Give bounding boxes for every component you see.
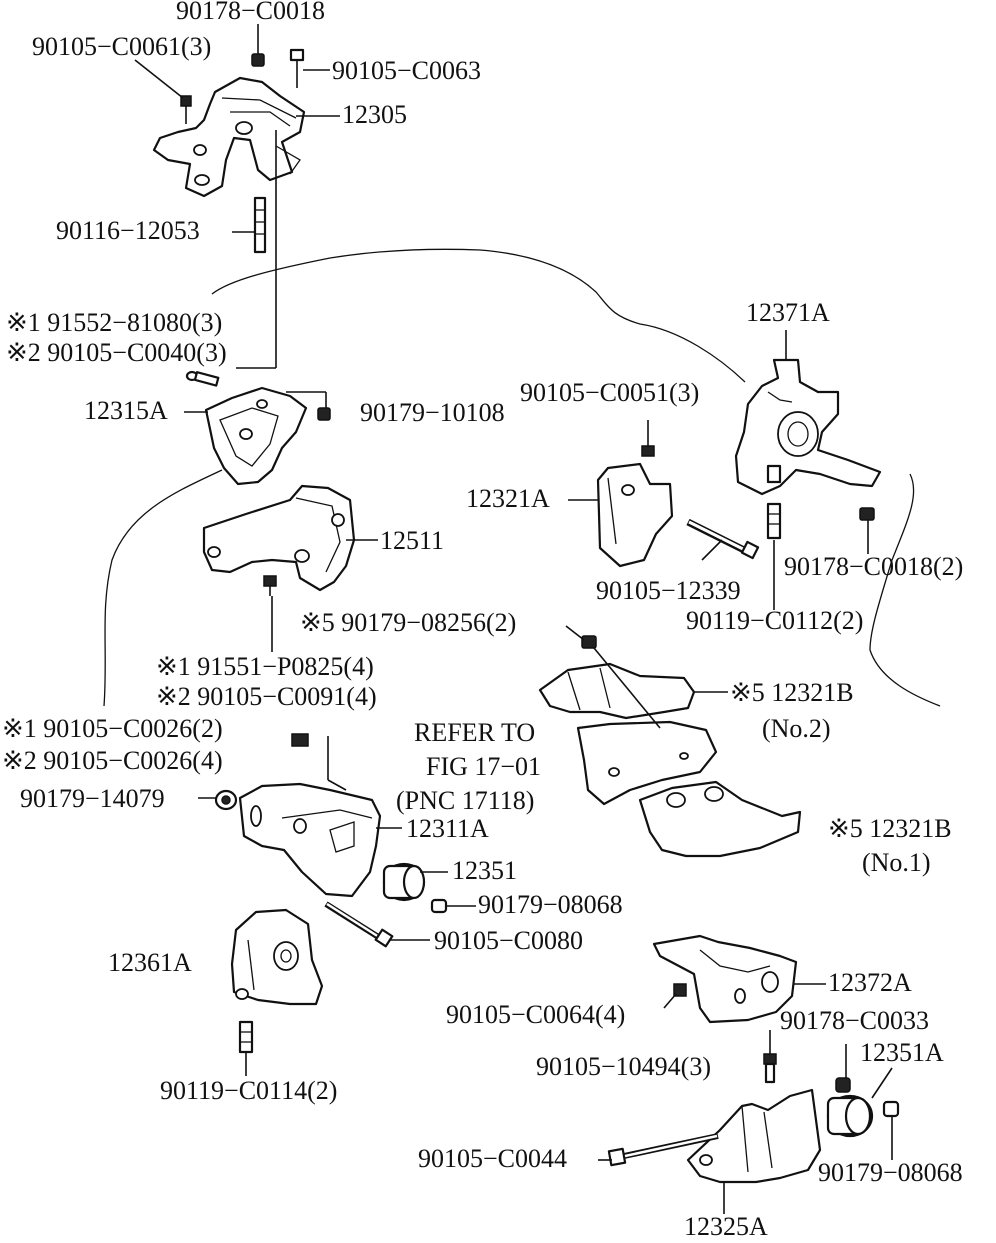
label-fig-17-01: FIG 17−01 — [426, 752, 542, 781]
bolt-91551-P0825-icon — [263, 575, 277, 596]
engine-mount-12371A-part — [734, 358, 882, 496]
nut-90178-C0018-icon — [251, 53, 265, 67]
bushing-12351-icon — [382, 862, 426, 902]
label-90105-C0063: 90105−C0063 — [332, 56, 482, 85]
label-91551-P0825: ※1 91551−P0825(4) — [156, 652, 374, 681]
label-12325A: 12325A — [684, 1212, 768, 1241]
label-90105-C0061: 90105−C0061(3) — [32, 32, 212, 61]
label-90179-14079: 90179−14079 — [20, 784, 165, 813]
engine-mount-12361A-part — [230, 908, 324, 1006]
label-90178-C0018: 90178−C0018 — [176, 0, 326, 25]
label-12305: 12305 — [342, 100, 407, 129]
label-12372A: 12372A — [828, 968, 912, 997]
label-90179-08068: 90179−08068 — [478, 890, 623, 919]
label-90105-C0051: 90105−C0051(3) — [520, 378, 700, 407]
label-91552-81080: ※1 91552−81080(3) — [6, 308, 223, 337]
bushing-12351A-icon — [826, 1094, 874, 1138]
bolt-90105-C0080-icon — [324, 901, 394, 948]
label-90116-12053: 90116−12053 — [56, 216, 200, 245]
label-12351A: 12351A — [860, 1038, 944, 1067]
label-90105-C0026-x2: ※2 90105−C0026(4) — [2, 746, 223, 775]
bolt-90105-10494-icon — [763, 1053, 777, 1084]
label-90119-C0112: 90119−C0112(2) — [686, 606, 864, 635]
label-90105-C0080: 90105−C0080 — [434, 926, 584, 955]
label-12371A: 12371A — [746, 298, 830, 327]
bolt-90105-C0064-icon — [673, 983, 687, 997]
bracket-12311A-part — [238, 782, 382, 898]
label-90178-C0033: 90178−C0033 — [780, 1006, 930, 1035]
label-pnc-17118: (PNC 17118) — [396, 786, 535, 815]
label-no2: (No.2) — [762, 714, 831, 743]
engine-mount-12305-part — [152, 76, 306, 198]
label-90119-C0114: 90119−C0114(2) — [160, 1076, 338, 1105]
label-90179-10108: 90179−10108 — [360, 398, 505, 427]
bolt-90105-C0051-icon — [641, 420, 655, 457]
label-90105-C0044: 90105−C0044 — [418, 1144, 568, 1173]
bolt-90105-C0063-icon — [289, 48, 305, 88]
label-12351: 12351 — [452, 856, 517, 885]
bracket-12321B-no2-part — [538, 662, 696, 720]
label-12511: 12511 — [380, 526, 445, 555]
bracket-12321B-no1-part — [638, 780, 802, 858]
bolt-90105-12339-icon — [686, 518, 760, 560]
bracket-refer-fig-17-01-part — [576, 720, 718, 806]
stud-90116-12053-icon — [253, 196, 267, 254]
label-12321B-no1: ※5 12321B — [828, 814, 952, 843]
label-90105-C0091: ※2 90105−C0091(4) — [156, 682, 377, 711]
label-12321B-no2: ※5 12321B — [730, 678, 854, 707]
label-12315A: 12315A — [84, 396, 168, 425]
label-90105-12339: 90105−12339 — [596, 576, 741, 605]
label-90178-C0018-2: 90178−C0018(2) — [784, 552, 964, 581]
bolt-90105-C0044-icon — [607, 1133, 719, 1167]
bolt-91552-81080-icon — [185, 370, 220, 387]
label-refer-to: REFER TO — [414, 718, 536, 747]
label-12361A: 12361A — [108, 948, 192, 977]
nut-90179-08068-icon — [430, 898, 448, 914]
label-12321A: 12321A — [466, 484, 550, 513]
label-no1: (No.1) — [862, 848, 931, 877]
label-90105-10494: 90105−10494(3) — [536, 1052, 711, 1081]
bracket-12372A-part — [652, 934, 798, 1024]
label-90179-08068-b: 90179−08068 — [818, 1158, 963, 1187]
label-90105-C0040: ※2 90105−C0040(3) — [6, 338, 227, 367]
label-90105-C0026-x1: ※1 90105−C0026(2) — [2, 714, 223, 743]
bolt-90105-C0061-icon — [180, 95, 192, 124]
nut-90179-14079-icon — [214, 789, 238, 811]
nut-90178-C0018-2-icon — [859, 507, 875, 521]
label-12311A: 12311A — [406, 814, 489, 843]
nut-90178-C0033-icon — [835, 1077, 851, 1093]
bracket-12511-part — [202, 484, 356, 592]
label-90179-08256: ※5 90179−08256(2) — [300, 608, 517, 637]
nut-90179-08256-icon — [581, 635, 597, 649]
nut-90179-08068-b-icon — [882, 1100, 900, 1118]
bracket-12321A-part — [596, 462, 674, 568]
bolt-90119-C0114-icon — [238, 1020, 254, 1054]
label-90105-C0064: 90105−C0064(4) — [446, 1000, 626, 1029]
bracket-12315A-part — [204, 386, 308, 486]
bracket-12325A-part — [686, 1088, 822, 1184]
bolt-90105-C0026-icon — [291, 733, 309, 747]
nut-90179-10108-icon — [317, 407, 331, 421]
bolt-90119-C0112-icon — [766, 502, 782, 540]
